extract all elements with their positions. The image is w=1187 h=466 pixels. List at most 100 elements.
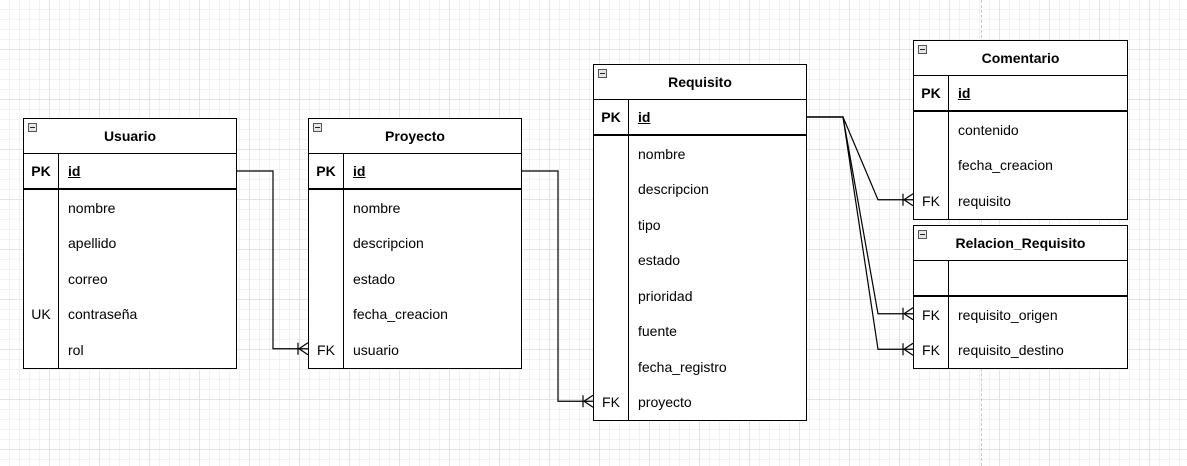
key-cell [24, 332, 59, 368]
relationship-line [522, 170, 593, 402]
attribute-row[interactable]: fecha_creacion [914, 147, 1127, 183]
entity-name: Relacion_Requisito [955, 235, 1086, 251]
key-cell [914, 147, 949, 183]
attribute-row[interactable]: PK id [914, 76, 1127, 112]
crows-foot [298, 348, 309, 356]
relationship-line [807, 116, 913, 315]
crows-foot [903, 307, 914, 315]
key-cell [914, 261, 949, 295]
key-cell [914, 112, 949, 148]
attribute-name: id [353, 163, 366, 179]
attribute-row[interactable]: contenido [914, 112, 1127, 148]
attribute-row[interactable]: prioridad [594, 278, 806, 314]
collapse-icon[interactable] [313, 123, 322, 132]
entity-name: Requisito [668, 74, 732, 90]
attribute-name: nombre [68, 199, 116, 216]
key-cell [24, 261, 59, 297]
key-cell: PK [309, 154, 344, 188]
entity-title-row[interactable]: Comentario [914, 41, 1127, 76]
attribute-row[interactable]: PK id [309, 154, 521, 190]
collapse-icon[interactable] [918, 45, 927, 54]
attribute-name: requisito_destino [958, 342, 1064, 359]
crows-foot [903, 193, 914, 201]
attribute-name: id [68, 163, 81, 179]
entity-title-row[interactable]: Requisito [594, 65, 806, 100]
attribute-row[interactable]: correo [24, 261, 236, 297]
key-cell: PK [24, 154, 59, 188]
key-cell [309, 225, 344, 261]
key-cell [594, 278, 629, 314]
attribute-row[interactable]: rol [24, 332, 236, 368]
attribute-name: id [638, 109, 651, 125]
attribute-row[interactable]: PK id [24, 154, 236, 190]
entity-title-row[interactable]: Relacion_Requisito [914, 226, 1127, 261]
attribute-name: apellido [68, 235, 117, 252]
attribute-name: prioridad [638, 287, 693, 304]
attribute-row[interactable]: nombre [309, 190, 521, 226]
attribute-name: fecha_registro [638, 358, 727, 375]
attribute-name: contenido [958, 121, 1019, 138]
collapse-icon[interactable] [918, 230, 927, 239]
attribute-row[interactable]: nombre [24, 190, 236, 226]
attribute-row[interactable]: fecha_creacion [309, 296, 521, 332]
attribute-row[interactable]: descripcion [309, 225, 521, 261]
attribute-name: fuente [638, 323, 677, 340]
attribute-name: fecha_creacion [353, 306, 448, 323]
entity-name: Usuario [103, 128, 157, 144]
attribute-name: correo [68, 270, 108, 287]
attribute-row[interactable] [914, 261, 1127, 297]
key-cell [594, 136, 629, 172]
attribute-row[interactable]: tipo [594, 207, 806, 243]
attribute-row[interactable]: UK contraseña [24, 296, 236, 332]
attribute-name: nombre [353, 199, 401, 216]
attribute-row[interactable]: FK requisito_destino [914, 332, 1127, 368]
entity-name: Comentario [981, 50, 1060, 66]
key-cell [24, 225, 59, 261]
attribute-name: rol [68, 341, 84, 358]
entity-title-row[interactable]: Proyecto [309, 119, 521, 154]
key-cell: FK [309, 332, 344, 368]
attribute-name: descripcion [638, 181, 709, 198]
attribute-row[interactable]: fecha_registro [594, 349, 806, 385]
attribute-name: fecha_creacion [958, 157, 1053, 174]
key-cell: FK [914, 183, 949, 219]
collapse-icon[interactable] [28, 123, 37, 132]
key-cell: PK [914, 76, 949, 110]
crows-foot [583, 394, 594, 402]
attribute-row[interactable]: PK id [594, 100, 806, 136]
attribute-row[interactable]: apellido [24, 225, 236, 261]
attribute-row[interactable]: estado [309, 261, 521, 297]
key-cell [594, 313, 629, 349]
attribute-row[interactable]: descripcion [594, 171, 806, 207]
attribute-row[interactable]: fuente [594, 313, 806, 349]
key-cell: UK [24, 296, 59, 332]
attribute-name: contraseña [68, 306, 138, 323]
crows-foot [903, 342, 914, 350]
key-cell [309, 190, 344, 226]
attribute-row[interactable]: nombre [594, 136, 806, 172]
key-cell [594, 242, 629, 278]
entity-title-row[interactable]: Usuario [24, 119, 236, 154]
attribute-row[interactable]: estado [594, 242, 806, 278]
key-cell [24, 190, 59, 226]
crows-foot [903, 313, 914, 321]
crows-foot [298, 342, 309, 350]
key-cell: FK [914, 332, 949, 368]
relationship-line [807, 116, 913, 201]
attribute-name: id [958, 85, 971, 101]
key-cell: PK [594, 100, 629, 134]
collapse-icon[interactable] [598, 69, 607, 78]
crows-foot [583, 400, 594, 408]
key-cell [309, 296, 344, 332]
attribute-name: estado [638, 252, 681, 269]
